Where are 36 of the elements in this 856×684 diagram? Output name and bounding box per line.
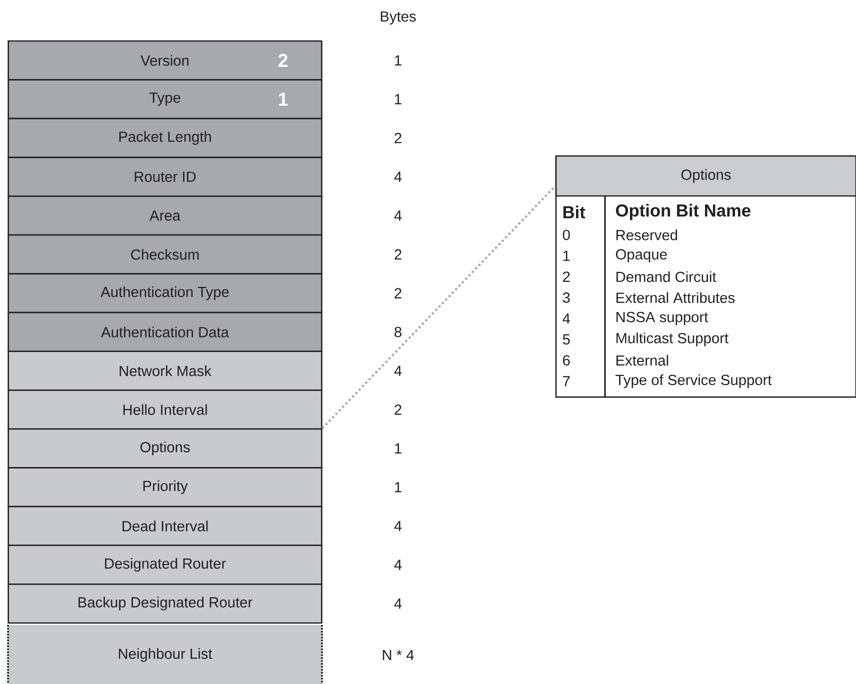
field-box: Priority (8, 467, 322, 508)
byte-count: 4 (394, 172, 402, 182)
byte-count: 2 (394, 249, 402, 260)
byte-count: 1 (395, 55, 402, 66)
field-box: Checksum (8, 234, 322, 274)
byte-count: N * 4 (382, 650, 414, 660)
field-box: Authentication Data (8, 312, 322, 352)
field-box: Hello Interval (8, 390, 322, 430)
field-box: Router ID (8, 156, 322, 197)
column-heading: Bytes (380, 11, 416, 25)
field-box: Type 1 (8, 79, 322, 120)
leader-line (322, 185, 556, 430)
field-box: Options (8, 428, 322, 468)
field-box: Network Mask (8, 350, 322, 391)
byte-count: 4 (394, 598, 402, 609)
byte-count: 2 (394, 288, 402, 298)
field-box: Designated Router (8, 544, 322, 585)
field-box: Backup Designated Router (8, 584, 322, 624)
options-table: Options Bit Option Bit Name 0 Reserved 1 Opaque 2 Demand Circuit 3 External Attributes 4 NSSA support 5 Multicast Support 6 External 7 Type of Service Support (555, 155, 856, 398)
byte-count: 4 (394, 366, 402, 376)
byte-count: 1 (395, 94, 402, 104)
byte-count: 1 (395, 482, 402, 492)
byte-count: 2 (394, 132, 402, 144)
byte-count: 2 (394, 404, 402, 415)
field-box: Area (8, 196, 322, 236)
field-box: Version 2 (8, 40, 322, 80)
byte-count: 4 (394, 520, 402, 532)
node-label: Neighbour List (118, 648, 212, 662)
byte-count: 4 (394, 560, 402, 570)
field-box: Dead Interval (8, 506, 322, 546)
field-box: Packet Length (8, 118, 322, 158)
byte-count: 1 (395, 443, 402, 454)
byte-count: 4 (394, 210, 402, 221)
field-box: Authentication Type (8, 273, 322, 314)
byte-count: 8 (394, 326, 402, 338)
field-box: Neighbour List (7, 624, 323, 684)
